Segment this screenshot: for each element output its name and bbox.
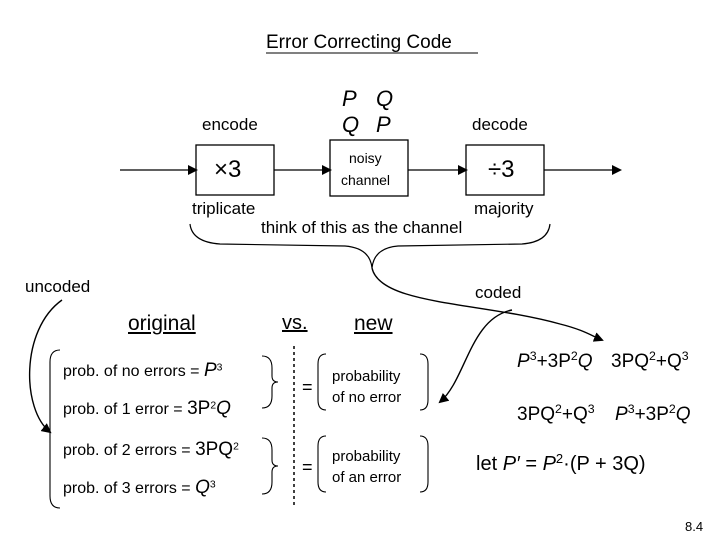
decode-label: decode	[472, 115, 528, 134]
coded-r1c2-e2: 3	[681, 349, 689, 364]
coded-r1c1-e1: 3	[529, 349, 537, 364]
coded-r2c2-e1: 3	[627, 402, 635, 417]
matrix-r2c2: P	[376, 112, 391, 137]
coded-r2c1-b: +Q	[561, 404, 588, 425]
formula-exp: 2	[555, 450, 564, 466]
prob-two-errors: prob. of 2 errors = 3PQ2	[63, 440, 239, 459]
group-brace-top	[261, 355, 279, 409]
new-bracket-bottom-left	[317, 435, 327, 493]
equals-bottom: =	[302, 457, 313, 477]
prob-two-errors-text: prob. of 2 errors =	[63, 442, 196, 459]
prob-no-errors-exp: 3	[216, 362, 223, 374]
equals-top: =	[302, 377, 313, 397]
original-heading: original	[128, 312, 196, 335]
coded-r2c2-e2: 2	[668, 402, 676, 417]
channel-box	[329, 139, 409, 197]
prob-three-errors-text: prob. of 3 errors =	[63, 480, 196, 497]
matrix-r2c1: Q	[342, 112, 360, 137]
decoder-symbol: ÷3	[488, 156, 515, 183]
coded-r1c1-b: +3P	[536, 351, 571, 372]
formula-pprime: P′	[502, 453, 520, 475]
channel-note: think of this as the channel	[261, 218, 463, 237]
group-brace-bottom	[261, 437, 279, 495]
coded-r2c1-a: 3PQ	[517, 404, 556, 425]
uncoded-label: uncoded	[25, 277, 91, 296]
prob-no-errors-math: P	[203, 360, 217, 381]
uncoded-arrow	[28, 299, 63, 434]
formula-eq: =	[519, 453, 543, 475]
original-left-bracket	[49, 349, 61, 509]
coded-r2c2-a: P	[615, 404, 628, 425]
coded-r1c2-b: +Q	[655, 351, 682, 372]
coded-arrow	[371, 267, 604, 342]
prob-three-errors-exp: 3	[209, 479, 216, 491]
new-bracket-top-left	[317, 353, 327, 411]
prob-three-errors: prob. of 3 errors = Q3	[63, 478, 216, 497]
p-prime-formula: let P′ = P2·(P + 3Q)	[476, 450, 646, 475]
coded-matrix-r1c1: P3+3P2Q	[517, 349, 593, 372]
formula-p: P	[542, 453, 556, 475]
result-arrow	[438, 309, 513, 404]
coded-r2c1-e1: 2	[555, 402, 562, 417]
coded-matrix-r1c2: 3PQ2+Q3	[611, 349, 689, 372]
coded-r1c1-a: P	[517, 351, 530, 372]
coded-r2c2-b: +3P	[634, 404, 669, 425]
coded-r2c2-c: Q	[675, 404, 691, 425]
matrix-r1c2: Q	[376, 86, 394, 111]
encoder-symbol: ×3	[214, 156, 242, 183]
prob-no-errors-text: prob. of no errors =	[63, 363, 204, 380]
formula-rest: ·(P + 3Q)	[563, 453, 646, 475]
majority-label: majority	[474, 199, 534, 218]
new-prob-error-line1: probability	[332, 448, 401, 465]
matrix-r1c1: P	[342, 86, 357, 111]
coded-r1c1-c: Q	[577, 351, 593, 372]
prob-one-error-math-a: 3P	[187, 398, 211, 419]
prob-two-errors-exp: 2	[233, 441, 239, 453]
new-bracket-top-right	[419, 353, 429, 411]
new-prob-error-line2: of an error	[332, 469, 402, 486]
new-heading: new	[354, 312, 393, 335]
new-prob-no-error-line1: probability	[332, 368, 401, 385]
prob-three-errors-math: Q	[195, 477, 210, 498]
coded-matrix-r2c2: P3+3P2Q	[615, 402, 691, 425]
encode-label: encode	[202, 115, 258, 134]
new-prob-no-error-line2: of no error	[332, 389, 402, 406]
prob-two-errors-math: 3PQ	[195, 439, 234, 460]
channel-text-line2: channel	[341, 172, 391, 188]
coded-r1c2-e1: 2	[649, 349, 656, 364]
prob-one-error-math-b: Q	[216, 398, 231, 419]
slide-number: 8.4	[685, 519, 704, 534]
new-bracket-bottom-right	[419, 435, 429, 493]
coded-matrix-r2c1: 3PQ2+Q3	[517, 402, 595, 425]
coded-r2c1-e2: 3	[587, 402, 595, 417]
vs-label: vs.	[282, 312, 308, 334]
channel-text-line1: noisy	[349, 150, 382, 166]
coded-r1c2-a: 3PQ	[611, 351, 650, 372]
prob-one-error: prob. of 1 error = 3P2Q	[63, 399, 231, 418]
prob-one-error-text: prob. of 1 error =	[63, 401, 188, 418]
formula-lead: let	[476, 453, 503, 475]
prob-no-errors: prob. of no errors = P3	[63, 361, 222, 380]
coded-label: coded	[475, 283, 522, 302]
triplicate-label: triplicate	[192, 199, 256, 218]
prob-one-error-exp: 2	[210, 400, 217, 412]
page-title: Error Correcting Code	[266, 32, 452, 53]
coded-r1c1-e2: 2	[570, 349, 578, 364]
